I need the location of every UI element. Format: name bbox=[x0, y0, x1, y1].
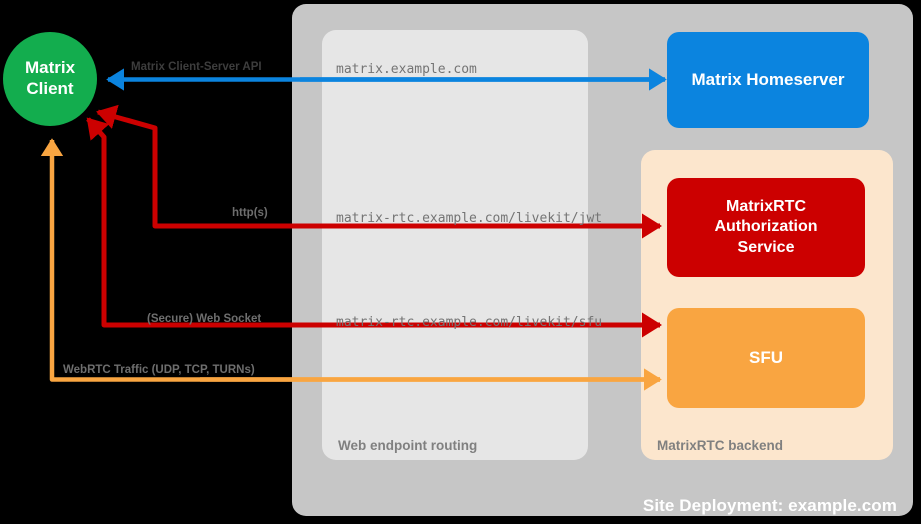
connection-label-webrtc-traffic: WebRTC Traffic (UDP, TCP, TURNs) bbox=[63, 364, 255, 376]
node-matrix-homeserver[interactable]: Matrix Homeserver bbox=[667, 32, 869, 128]
site-deployment-label: Site Deployment: example.com bbox=[642, 496, 897, 515]
auth-label-line3: Service bbox=[737, 238, 795, 256]
endpoint-url-jwt: matrix-rtc.example.com/livekit/jwt bbox=[336, 211, 603, 226]
endpoint-url-matrix: matrix.example.com bbox=[336, 62, 477, 77]
node-matrixrtc-authorization-service[interactable]: MatrixRTC Authorization Service bbox=[667, 178, 865, 277]
client-label-line2: Client bbox=[26, 79, 74, 98]
endpoint-url-sfu: matrix-rtc.example.com/livekit/sfu bbox=[336, 315, 603, 330]
node-sfu-label: SFU bbox=[749, 348, 783, 368]
node-matrix-client-label: Matrix Client bbox=[25, 58, 75, 99]
node-auth-label: MatrixRTC Authorization Service bbox=[714, 197, 817, 258]
client-label-line1: Matrix bbox=[24, 58, 76, 78]
connection-label-client-server-api: Matrix Client-Server API bbox=[131, 61, 262, 73]
matrixrtc-backend-label: MatrixRTC backend bbox=[657, 438, 784, 453]
auth-label-line1: MatrixRTC bbox=[725, 197, 806, 215]
web-endpoint-routing-container bbox=[322, 30, 588, 460]
node-sfu[interactable]: SFU bbox=[667, 308, 865, 408]
connection-label-http: http(s) bbox=[232, 207, 268, 219]
connection-label-web-socket: (Secure) Web Socket bbox=[147, 313, 262, 325]
node-matrix-client[interactable]: Matrix Client bbox=[3, 32, 97, 126]
web-endpoint-routing-label: Web endpoint routing bbox=[338, 438, 478, 453]
auth-label-line2: Authorization bbox=[714, 218, 818, 236]
node-matrix-homeserver-label: Matrix Homeserver bbox=[691, 70, 845, 90]
